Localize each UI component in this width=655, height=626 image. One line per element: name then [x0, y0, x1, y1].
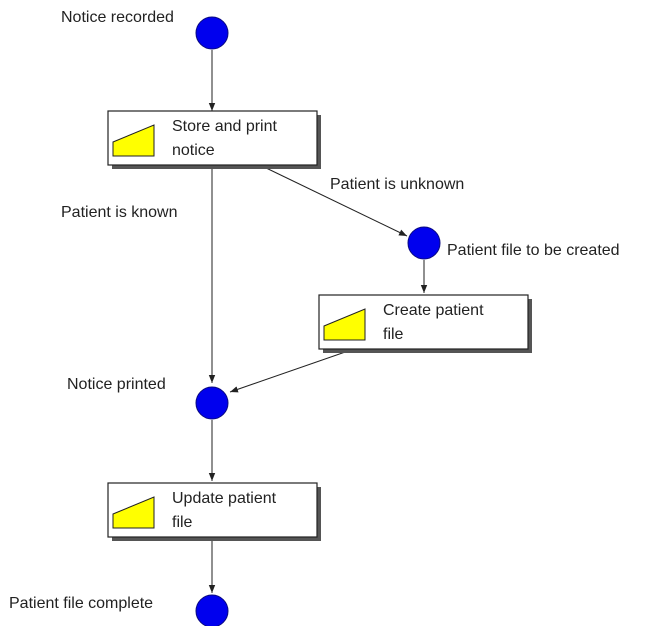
function-label-line2: notice — [172, 142, 215, 159]
edge-create-to-notice-printed — [229, 349, 352, 393]
event-notice-printed — [195, 386, 229, 420]
label-patient-is-unknown: Patient is unknown — [330, 176, 464, 193]
function-icon — [112, 496, 155, 529]
function-update-patient-file: Update patient file — [107, 482, 321, 541]
function-label-line2: file — [172, 514, 193, 531]
event-patient-file-complete — [195, 594, 229, 626]
function-icon — [323, 308, 366, 341]
function-icon — [112, 124, 155, 157]
function-label-line2: file — [383, 326, 404, 343]
function-label-line1: Update patient — [172, 490, 277, 507]
function-create-patient-file: Create patient file — [318, 294, 532, 353]
label-notice-printed: Notice printed — [67, 376, 166, 393]
function-store-and-print-notice: Store and print notice — [107, 110, 321, 169]
label-notice-recorded: Notice recorded — [61, 9, 174, 26]
label-patient-file-to-be-created: Patient file to be created — [447, 242, 620, 259]
event-notice-recorded — [195, 16, 229, 50]
label-patient-is-known: Patient is known — [61, 204, 178, 221]
edge-store-to-file-to-be-created — [261, 165, 408, 237]
function-label-line1: Create patient — [383, 302, 484, 319]
label-patient-file-complete: Patient file complete — [9, 595, 153, 612]
event-patient-file-to-be-created — [407, 226, 441, 260]
function-label-line1: Store and print — [172, 118, 278, 135]
